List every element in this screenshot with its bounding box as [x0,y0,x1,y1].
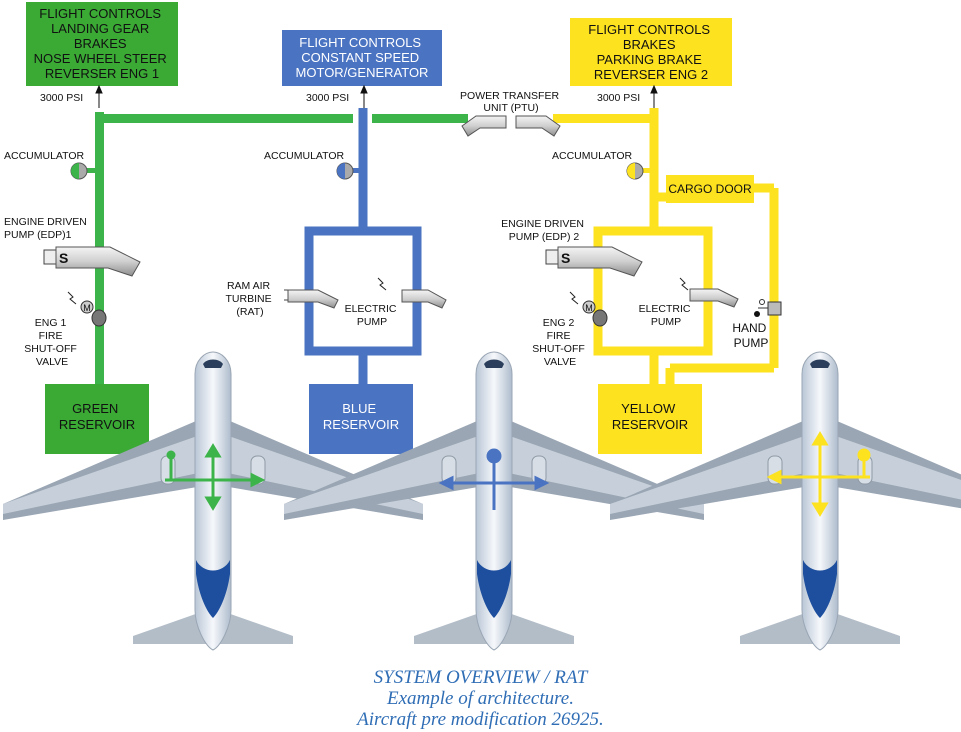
green-fire-valve-icon: M [67,291,107,327]
yellow-accumulator-label: ACCUMULATOR [552,150,633,162]
green-edp-icon: S [43,246,141,277]
yellow-reservoir-box [598,384,702,454]
blue-reservoir-box [309,384,413,454]
yellow-accumulator-icon [626,162,652,180]
caption-title: SYSTEM OVERVIEW / RAT [373,667,588,688]
blue-accumulator-icon [336,162,362,180]
yellow-fire-valve-label: ENG 2 FIRE SHUT-OFF VALVE [532,317,587,368]
yellow-fire-valve-icon: M [569,291,608,327]
blue-consumers-label: FLIGHT CONTROLS CONSTANT SPEED MOTOR/GEN… [296,35,429,80]
yellow-electric-pump-icon [679,277,739,308]
green-accumulator-icon [70,162,96,180]
blue-accumulator-label: ACCUMULATOR [264,150,345,162]
hand-pump-label: HAND PUMP [732,321,769,350]
rat-label: RAM AIR TURBINE (RAT) [225,280,274,318]
blue-reservoir-label: BLUE RESERVOIR [323,401,399,432]
green-pressure-label: 3000 PSI [40,92,83,104]
ptu-icon [461,115,561,137]
green-fire-valve-label: ENG 1 FIRE SHUT-OFF VALVE [24,317,79,368]
yellow-consumers-box [570,18,732,86]
blue-aircraft-illustration [283,351,705,651]
green-reservoir-box [45,384,149,454]
blue-electric-pump-label: ELECTRIC PUMP [345,303,400,328]
cargo-door-box [666,175,754,203]
blue-consumers-box [282,30,442,86]
caption-subtitle: Example of architecture. [387,688,574,709]
green-consumers-label: FLIGHT CONTROLS LANDING GEAR BRAKES NOSE… [34,6,171,81]
green-accumulator-label: ACCUMULATOR [4,150,85,162]
hand-pump-icon [754,299,782,317]
green-valve-badge: M [83,303,91,313]
blue-pressure-label: 3000 PSI [306,92,349,104]
green-reservoir-label: GREEN RESERVOIR [59,401,135,432]
pressure-arrows [95,84,658,108]
green-aircraft-illustration [2,351,424,651]
cargo-door-label: CARGO DOOR [668,182,752,196]
yellow-pressure-label: 3000 PSI [597,92,640,104]
yellow-aircraft-illustration [609,351,961,651]
yellow-electric-pump-label: ELECTRIC PUMP [639,303,694,328]
yellow-edp-label: ENGINE DRIVEN PUMP (EDP) 2 [501,218,587,243]
rat-icon [284,289,339,309]
caption-modification: Aircraft pre modification 26925. [357,709,604,730]
green-edp-label: ENGINE DRIVEN PUMP (EDP)1 [4,216,90,241]
yellow-valve-badge: M [585,303,593,313]
yellow-consumers-label: FLIGHT CONTROLS BRAKES PARKING BRAKE REV… [588,22,713,82]
green-edp-badge: S [59,250,68,266]
yellow-edp-icon: S [545,246,643,277]
green-consumers-box [26,2,178,86]
yellow-edp-badge: S [561,250,570,266]
blue-electric-pump-icon [377,277,447,309]
ptu-label: POWER TRANSFER UNIT (PTU) [460,90,562,114]
yellow-reservoir-label: YELLOW RESERVOIR [612,401,688,432]
